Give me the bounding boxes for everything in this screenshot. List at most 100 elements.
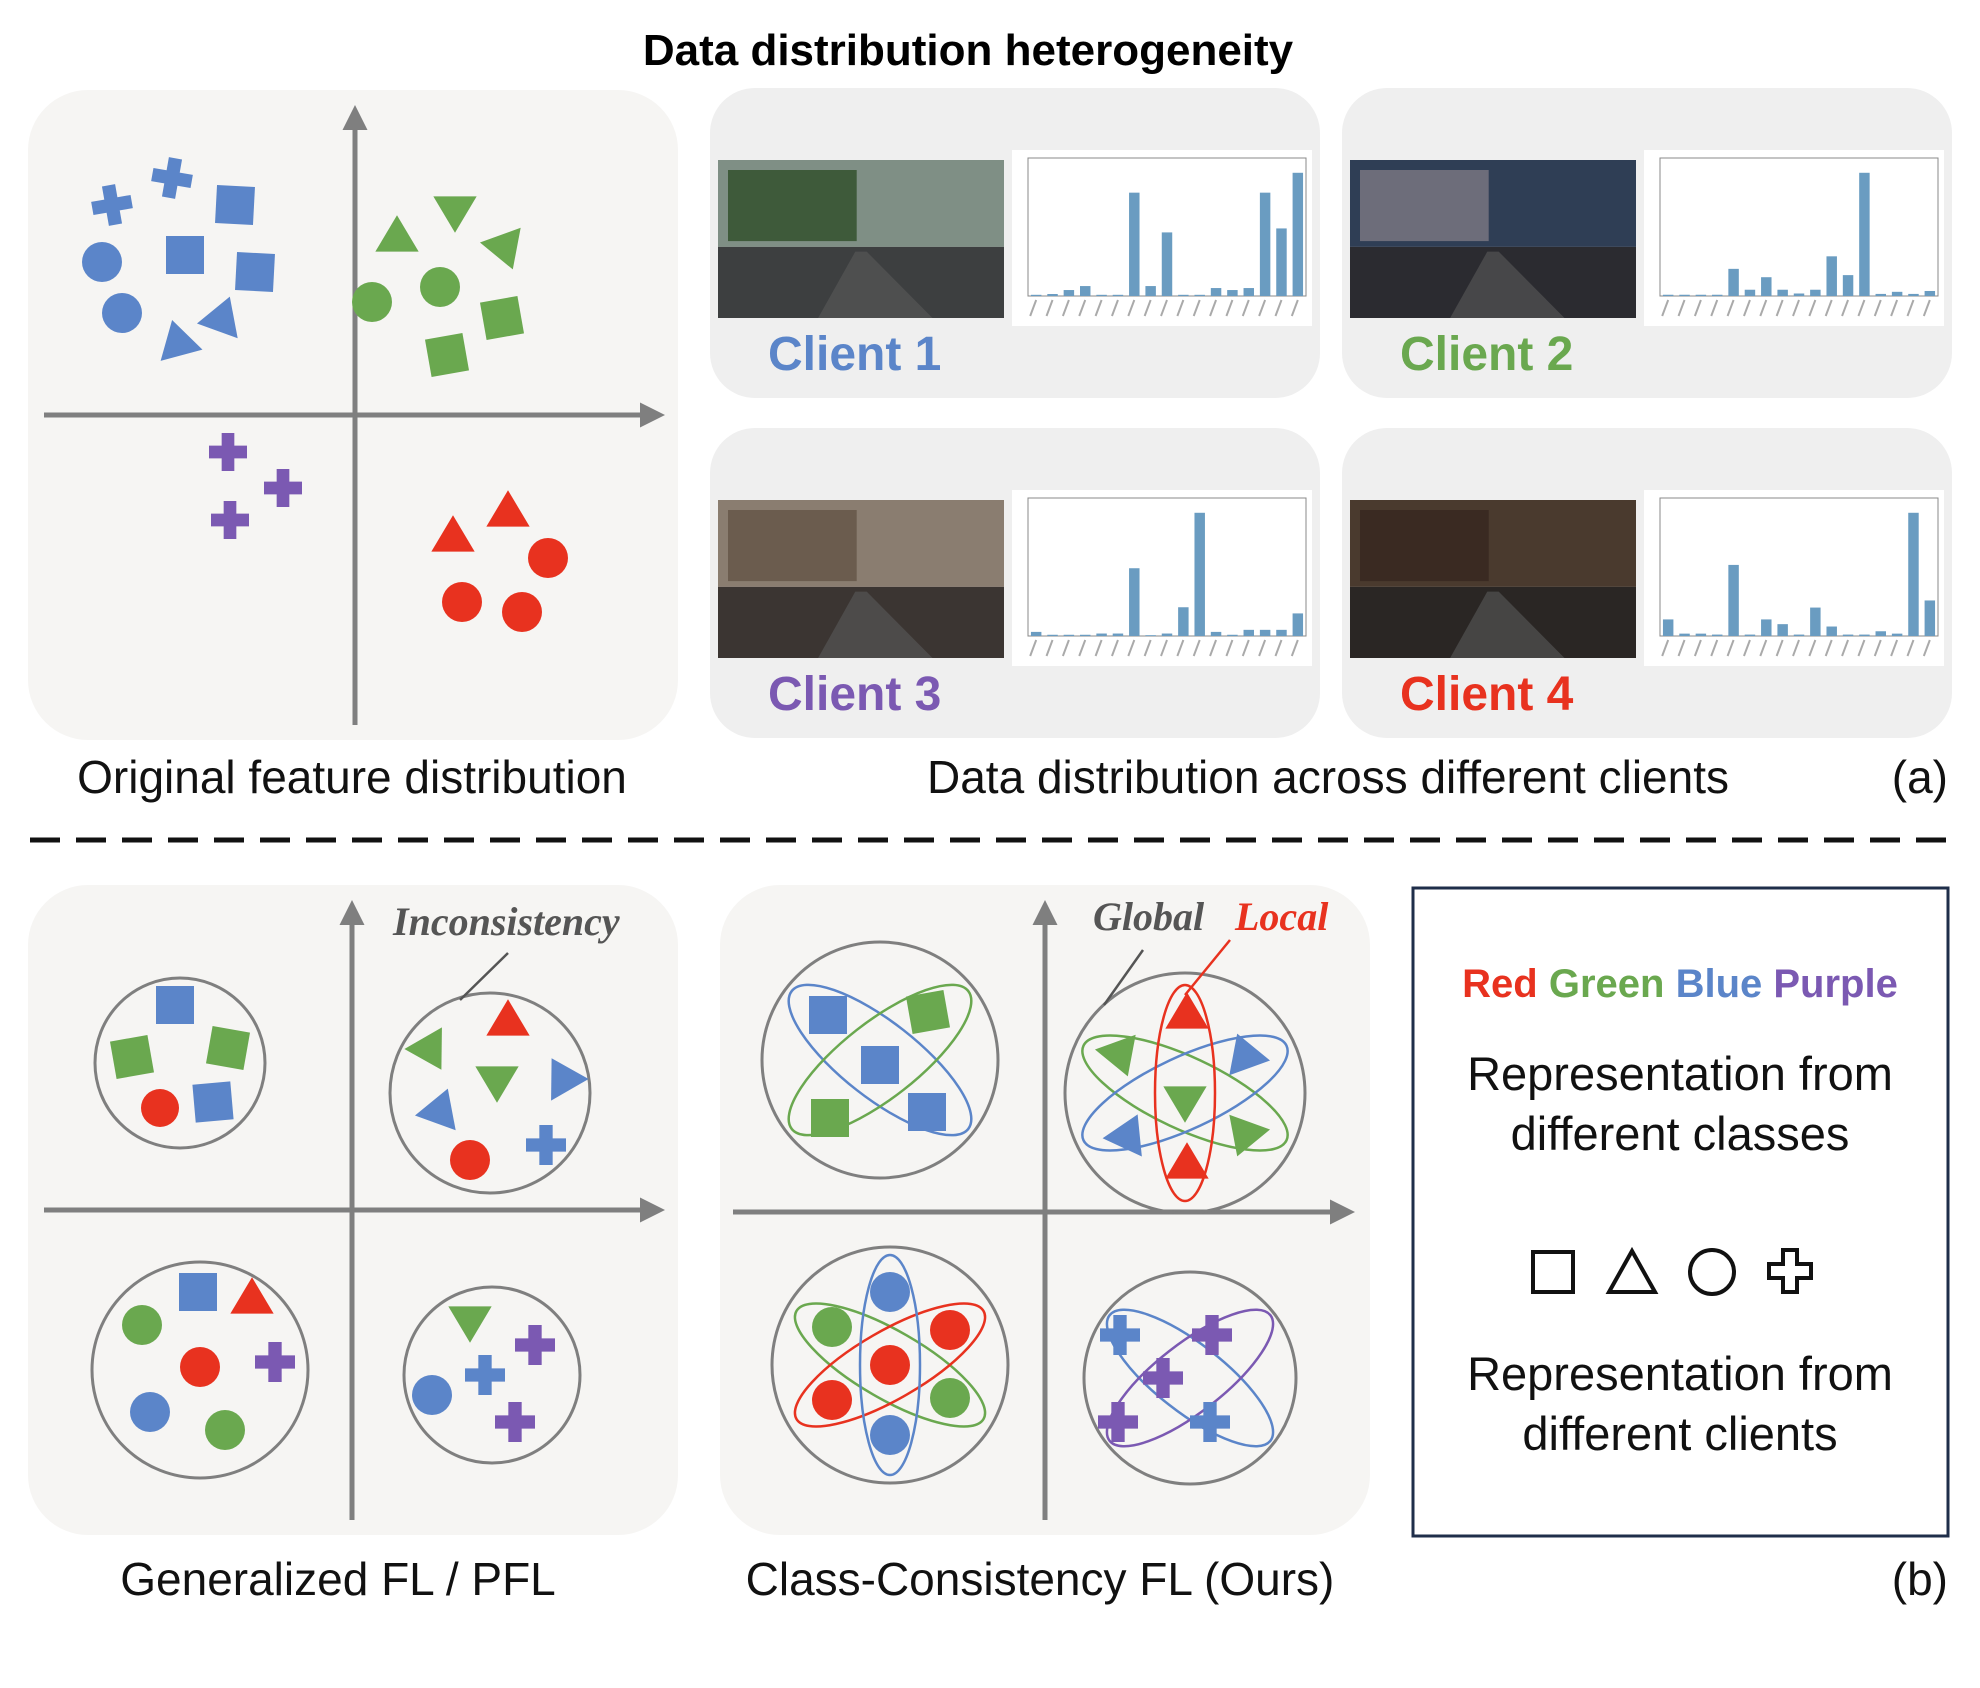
client-3-label: Client 3 [768,668,941,721]
purple-cross-marker [495,1402,535,1443]
client-1-bar [1096,294,1107,296]
client-3-bar [1259,629,1271,636]
client-1-bar [1112,294,1124,296]
client-2-bar [1777,289,1788,296]
client-3-bar [1096,633,1107,636]
legend-box: Red Green Blue Purple Representation fro… [1411,886,1950,1538]
red-circle-marker [442,582,482,622]
panel-a-label: (a) [1892,751,1948,803]
client-2-label: Client 2 [1400,328,1573,381]
red-circle-marker [528,538,568,578]
blue-triangle-marker [196,296,238,339]
red-triangle-marker [486,999,530,1036]
blue-cross-marker [91,184,133,226]
caption-across: Data distribution across different clien… [927,751,1729,803]
cluster-ring [388,991,592,1195]
blue-cross-marker [1190,1402,1231,1443]
legend-word-red: Red [1462,962,1538,1006]
purple-cross-marker [1143,1358,1184,1399]
client-4-bar [1744,634,1756,636]
client-4-bar [1875,631,1886,636]
green-triangle-marker [1229,1114,1271,1157]
green-circle-marker [205,1410,245,1450]
legend-classes-line2: different classes [1511,1107,1850,1160]
client-ellipse [793,1302,987,1428]
client-3-bar [1047,634,1058,636]
client-1-bar [1080,286,1091,296]
green-triangle-marker [1163,1086,1207,1123]
client-card-3: Client 3 [710,428,1320,738]
legend-color-words: Red Green Blue Purple [1462,962,1898,1006]
client-ellipse [1081,1034,1289,1152]
client-1-bar [1047,294,1058,296]
blue-square-marker [166,236,204,274]
client-3-bar [1030,631,1042,636]
purple-cross-marker [264,469,302,507]
green-circle-marker [420,267,460,307]
cluster-ring [1082,1270,1298,1486]
client-2-bar [1924,290,1936,296]
client-3-bar [1161,633,1173,636]
client-3-bar [1210,631,1222,636]
red-circle-marker [450,1140,490,1180]
blue-cross-marker [465,1355,506,1396]
client-4-bar [1695,633,1707,636]
client-1-bar [1145,286,1156,296]
client-ellipse [793,1302,987,1428]
client-4-bar [1761,619,1772,636]
client-cards: Client 1 Client 2 Client 3 Client 4 [710,88,1952,738]
green-square-marker [205,1025,251,1071]
client-2-bar [1908,293,1919,296]
green-triangle-marker [448,1306,492,1343]
purple-cross-marker [515,1325,555,1366]
global-label: Global [1093,894,1205,939]
purple-cross-marker [211,501,250,540]
red-circle-marker [930,1310,970,1350]
blue-circle-marker [870,1272,910,1312]
client-4-label: Client 4 [1400,668,1574,721]
client-2-bar [1744,289,1756,296]
generalized-fl-panel: Inconsistency [28,885,678,1535]
client-2-bar [1826,256,1837,296]
blue-square-marker [156,986,194,1024]
purple-cross-marker [1192,1315,1233,1356]
client-4-bar [1793,634,1805,636]
client-2-bar [1859,172,1870,296]
client-4-bar [1662,619,1674,636]
client-1-bar [1276,228,1287,296]
cluster-ring [90,1260,310,1480]
client-4-scene-image [1350,500,1636,658]
figure-title: Data distribution heterogeneity [643,26,1294,75]
red-triangle-marker [230,1277,274,1314]
client-1-label: Client 1 [768,328,941,381]
client-4-bar [1826,626,1837,636]
green-triangle-marker [479,227,521,270]
blue-triangle-marker [1229,1033,1271,1076]
green-square-marker [811,1099,849,1137]
green-square-marker [424,332,470,378]
green-circle-marker [930,1378,970,1418]
cluster-ring [402,1285,582,1465]
legend-classes-line1: Representation from [1467,1047,1893,1100]
client-2-scene-image [1350,160,1636,318]
legend-clients-line1: Representation from [1467,1347,1893,1400]
red-circle-marker [141,1089,179,1127]
green-square-marker [109,1034,155,1080]
client-1-bar [1194,294,1205,296]
blue-square-marker [215,185,255,225]
red-triangle-marker [1165,992,1209,1029]
blue-square-marker [235,252,275,292]
client-2-bar [1695,294,1707,296]
client-4-bar-chart [1644,490,1944,666]
client-card-4: Client 4 [1342,428,1952,738]
client-3-bar [1112,633,1124,636]
blue-circle-marker [870,1415,910,1455]
class-consistency-panel: Global Local [720,885,1370,1535]
blue-square-marker [179,1273,217,1311]
client-2-bar [1891,291,1903,296]
square-icon [1531,1250,1575,1294]
green-triangle-marker [404,1027,442,1070]
green-triangle-marker [475,1066,519,1103]
